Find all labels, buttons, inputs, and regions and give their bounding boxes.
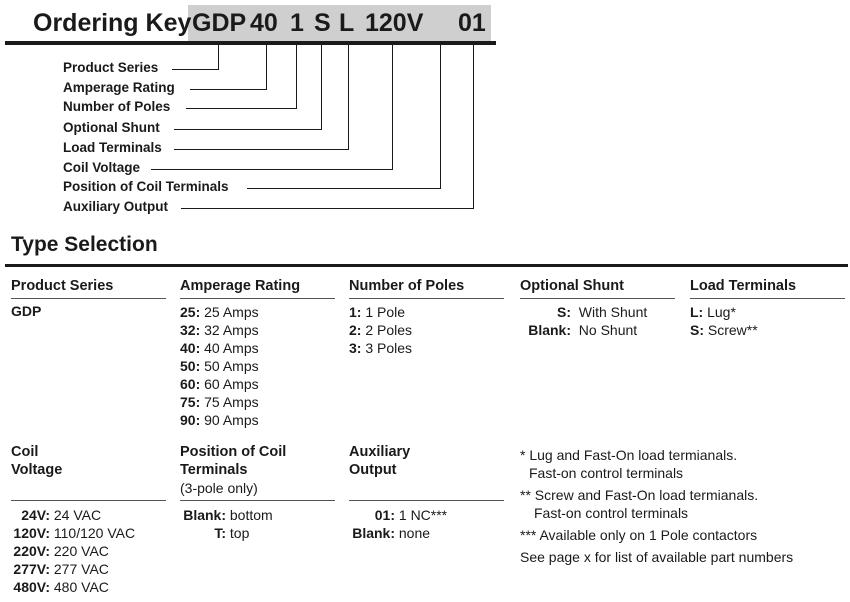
type-selection-rule bbox=[5, 264, 848, 267]
code-product-series: GDP bbox=[192, 9, 247, 37]
list-item: 120V: 110/120 VAC bbox=[13, 525, 136, 541]
list-item: 60: 60 Amps bbox=[180, 376, 259, 392]
footnote-lug: * Lug and Fast-On load termianals. bbox=[520, 447, 738, 463]
list-item: Blank: bottom bbox=[183, 507, 273, 523]
list-item: 01: 1 NC*** bbox=[374, 507, 448, 523]
header-number-of-poles: Number of Poles bbox=[349, 278, 465, 294]
header-underline bbox=[180, 500, 335, 501]
list-item: 50: 50 Amps bbox=[180, 358, 259, 374]
label-coil-voltage: Coil Voltage bbox=[63, 160, 141, 175]
coil-terminals-subnote: (3-pole only) bbox=[180, 480, 258, 496]
header-amperage-rating: Amperage Rating bbox=[180, 278, 301, 294]
list-item: 24V: 24 VAC bbox=[21, 507, 102, 523]
shunt-list: S: With Shunt Blank: No Shunt bbox=[520, 303, 647, 339]
list-item: T: top bbox=[214, 525, 250, 541]
header-underline bbox=[349, 298, 504, 299]
list-item: 3: 3 Poles bbox=[349, 340, 413, 356]
type-selection-title: Type Selection bbox=[11, 233, 158, 256]
label-load-terminals: Load Terminals bbox=[63, 140, 162, 155]
footnote-screw: ** Screw and Fast-On load termianals. bbox=[520, 487, 759, 503]
header-underline bbox=[520, 298, 675, 299]
label-auxiliary-output: Auxiliary Output bbox=[63, 199, 169, 214]
ordering-key-rule bbox=[5, 41, 496, 45]
header-product-series: Product Series bbox=[11, 278, 114, 294]
list-item: L: Lug* bbox=[690, 304, 736, 320]
header-underline bbox=[690, 298, 845, 299]
header-optional-shunt: Optional Shunt bbox=[520, 278, 624, 294]
code-auxiliary: 01 bbox=[458, 9, 486, 37]
list-item: 32: 32 Amps bbox=[180, 322, 259, 338]
list-item: 480V: 480 VAC bbox=[13, 579, 109, 595]
product-series-value: GDP bbox=[11, 303, 42, 319]
list-item: 277V: 277 VAC bbox=[13, 561, 109, 577]
list-item: 1: 1 Pole bbox=[349, 304, 406, 320]
list-item: 220V: 220 VAC bbox=[13, 543, 109, 559]
footnote-screw-cont: Fast-on control terminals bbox=[534, 505, 689, 521]
label-amperage-rating: Amperage Rating bbox=[63, 80, 175, 95]
code-load-terminals: L bbox=[339, 9, 355, 37]
list-item: S: Screw** bbox=[690, 322, 758, 338]
header-underline bbox=[349, 500, 504, 501]
footnote-one-pole: *** Available only on 1 Pole contactors bbox=[520, 527, 758, 543]
code-shunt: S bbox=[314, 9, 331, 37]
header-auxiliary-output: Auxiliary Output bbox=[349, 444, 411, 478]
header-coil-terminals: Position of Coil Terminals bbox=[180, 444, 287, 478]
coil-terminals-list: Blank: bottom T: top bbox=[180, 506, 273, 542]
ordering-key-title: Ordering Key bbox=[33, 9, 192, 37]
header-underline bbox=[180, 298, 335, 299]
label-optional-shunt: Optional Shunt bbox=[63, 120, 160, 135]
poles-list: 1: 1 Pole 2: 2 Poles 3: 3 Poles bbox=[349, 303, 412, 357]
code-amperage: 40 bbox=[250, 9, 278, 37]
ordering-key-code-band bbox=[188, 5, 491, 41]
header-coil-voltage: Coil Voltage bbox=[11, 444, 63, 478]
label-product-series: Product Series bbox=[63, 60, 159, 75]
code-poles: 1 bbox=[290, 9, 304, 37]
footnote-lug-cont: Fast-on control terminals bbox=[529, 465, 684, 481]
list-item: 25: 25 Amps bbox=[180, 304, 259, 320]
header-underline bbox=[11, 298, 166, 299]
list-item: Blank: none bbox=[352, 525, 431, 541]
header-underline bbox=[11, 500, 166, 501]
list-item: 40: 40 Amps bbox=[180, 340, 259, 356]
list-item: 75: 75 Amps bbox=[180, 394, 259, 410]
header-load-terminals: Load Terminals bbox=[690, 278, 797, 294]
list-item: 90: 90 Amps bbox=[180, 412, 259, 428]
label-coil-terminals-position: Position of Coil Terminals bbox=[63, 179, 229, 194]
code-coil-voltage: 120V bbox=[365, 9, 424, 37]
footnotes: * Lug and Fast-On load termianals. Fast-… bbox=[520, 446, 793, 566]
auxiliary-list: 01: 1 NC*** Blank: none bbox=[349, 506, 447, 542]
list-item: Blank: No Shunt bbox=[528, 322, 638, 338]
list-item: S: With Shunt bbox=[557, 304, 648, 320]
load-terminals-list: L: Lug* S: Screw** bbox=[690, 303, 758, 339]
coil-voltage-list: 24V: 24 VAC 120V: 110/120 VAC 220V: 220 … bbox=[11, 506, 135, 596]
amperage-list: 25: 25 Amps 32: 32 Amps 40: 40 Amps 50: … bbox=[180, 303, 259, 429]
footnote-see-page: See page x for list of available part nu… bbox=[520, 549, 794, 565]
list-item: 2: 2 Poles bbox=[349, 322, 413, 338]
label-number-of-poles: Number of Poles bbox=[63, 99, 171, 114]
